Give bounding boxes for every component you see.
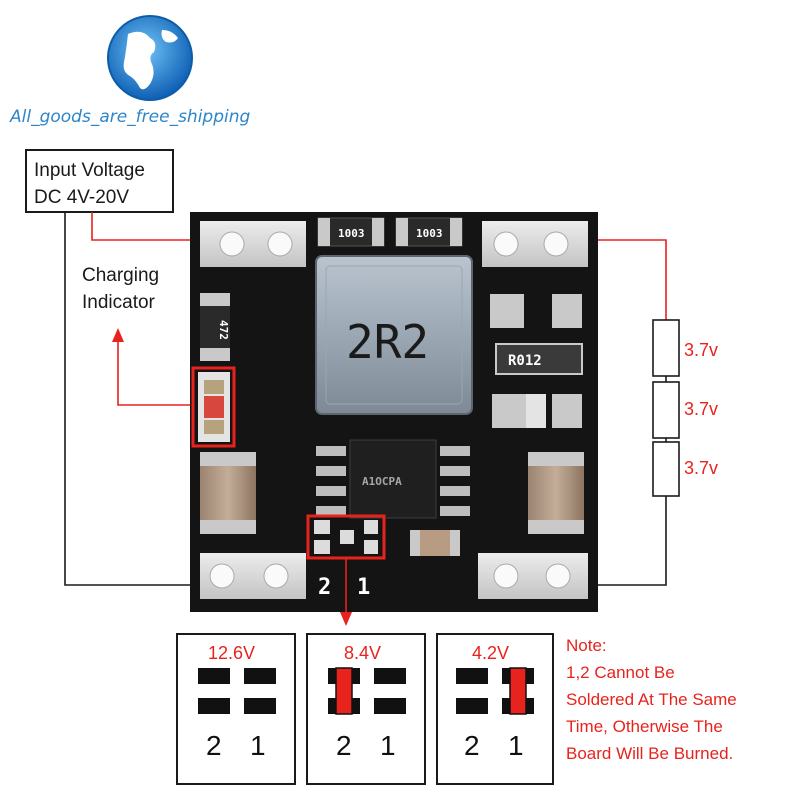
bridge-2-solder	[335, 667, 353, 715]
resistor-text: R012	[508, 353, 542, 369]
led-highlight-box	[191, 366, 236, 448]
note-line2: Soldered At The Same	[566, 690, 737, 709]
input-positive-wire	[91, 212, 208, 241]
terminal-pad-top-right	[482, 221, 588, 267]
config-8v4-num-2: 2	[336, 730, 352, 761]
capacitor-small	[410, 530, 460, 556]
config-12v6-num-1: 1	[250, 730, 266, 761]
right-components: R012	[490, 294, 583, 428]
cell-2-voltage: 3.7v	[684, 399, 718, 419]
battery-positive-wire	[598, 239, 667, 320]
note-title: Note:	[566, 636, 607, 655]
bridge-1-solder	[509, 667, 527, 715]
smd-a-text: 1003	[338, 227, 365, 240]
battery-negative-wire	[598, 496, 667, 586]
config-4v2-voltage: 4.2V	[472, 643, 509, 663]
config-box-8v4: 8.4V 2 1	[306, 633, 426, 785]
ic-chip: A1OCPA	[316, 439, 470, 519]
smd-resistor-b: 1003	[395, 217, 463, 247]
pcb-board: 1003 1003 472 2R2	[190, 212, 598, 612]
ic-text: A1OCPA	[362, 475, 402, 488]
config-12v6-voltage: 12.6V	[208, 643, 255, 663]
config-4v2-num-1: 1	[508, 730, 524, 761]
smd-b-text: 1003	[416, 227, 443, 240]
logo: All_goods_are_free_shipping	[9, 15, 251, 127]
capacitor-left	[200, 452, 256, 534]
warning-note: Note: 1,2 Cannot Be Soldered At The Same…	[566, 636, 737, 763]
cell-1-voltage: 3.7v	[684, 340, 718, 360]
terminal-pad-top-left	[200, 221, 306, 267]
battery-cell-1: 3.7v	[652, 319, 718, 377]
terminal-pad-bottom-right	[478, 553, 588, 599]
config-8v4-num-1: 1	[380, 730, 396, 761]
note-line3: Time, Otherwise The	[566, 717, 723, 736]
battery-cell-3: 3.7v	[652, 441, 718, 497]
note-line4: Board Will Be Burned.	[566, 744, 733, 763]
input-voltage-line2: DC 4V-20V	[34, 187, 129, 208]
inductor: 2R2	[315, 255, 473, 415]
pad-label-2: 2	[318, 575, 331, 600]
input-voltage-box	[25, 149, 174, 213]
battery-cell-2: 3.7v	[652, 381, 718, 439]
cell-3-voltage: 3.7v	[684, 458, 718, 478]
input-voltage-line1: Input Voltage	[34, 160, 145, 181]
config-8v4-voltage: 8.4V	[344, 643, 381, 663]
config-4v2-num-2: 2	[464, 730, 480, 761]
globe-continent-icon	[123, 31, 156, 90]
inductor-text: 2R2	[346, 315, 429, 369]
input-voltage-label: Input Voltage DC 4V-20V	[25, 149, 174, 213]
jumper-arrow-icon	[340, 612, 352, 626]
pad-label-1: 1	[357, 575, 370, 600]
solder-jumper	[314, 520, 378, 554]
smd-resistor-side: 472	[200, 293, 230, 361]
capacitor-right	[528, 452, 584, 534]
indicator-arrow-icon	[112, 328, 124, 342]
charging-led	[198, 372, 230, 442]
charging-indicator-line1: Charging	[82, 265, 159, 286]
smd-side-text: 472	[217, 320, 230, 340]
indicator-leader-line	[117, 340, 194, 406]
note-line1: 1,2 Cannot Be	[566, 663, 675, 682]
smd-resistor-a: 1003	[317, 217, 385, 247]
charging-indicator-label: Charging Indicator	[82, 265, 159, 313]
globe-island-icon	[161, 30, 178, 43]
watermark-text: All_goods_are_free_shipping	[9, 107, 251, 127]
config-box-12v6: 12.6V 2 1	[176, 633, 296, 785]
terminal-pad-bottom-left	[200, 553, 306, 599]
config-box-4v2: 4.2V 2 1	[436, 633, 554, 785]
input-negative-wire	[64, 212, 208, 586]
charging-indicator-line2: Indicator	[82, 292, 156, 313]
config-12v6-num-2: 2	[206, 730, 222, 761]
